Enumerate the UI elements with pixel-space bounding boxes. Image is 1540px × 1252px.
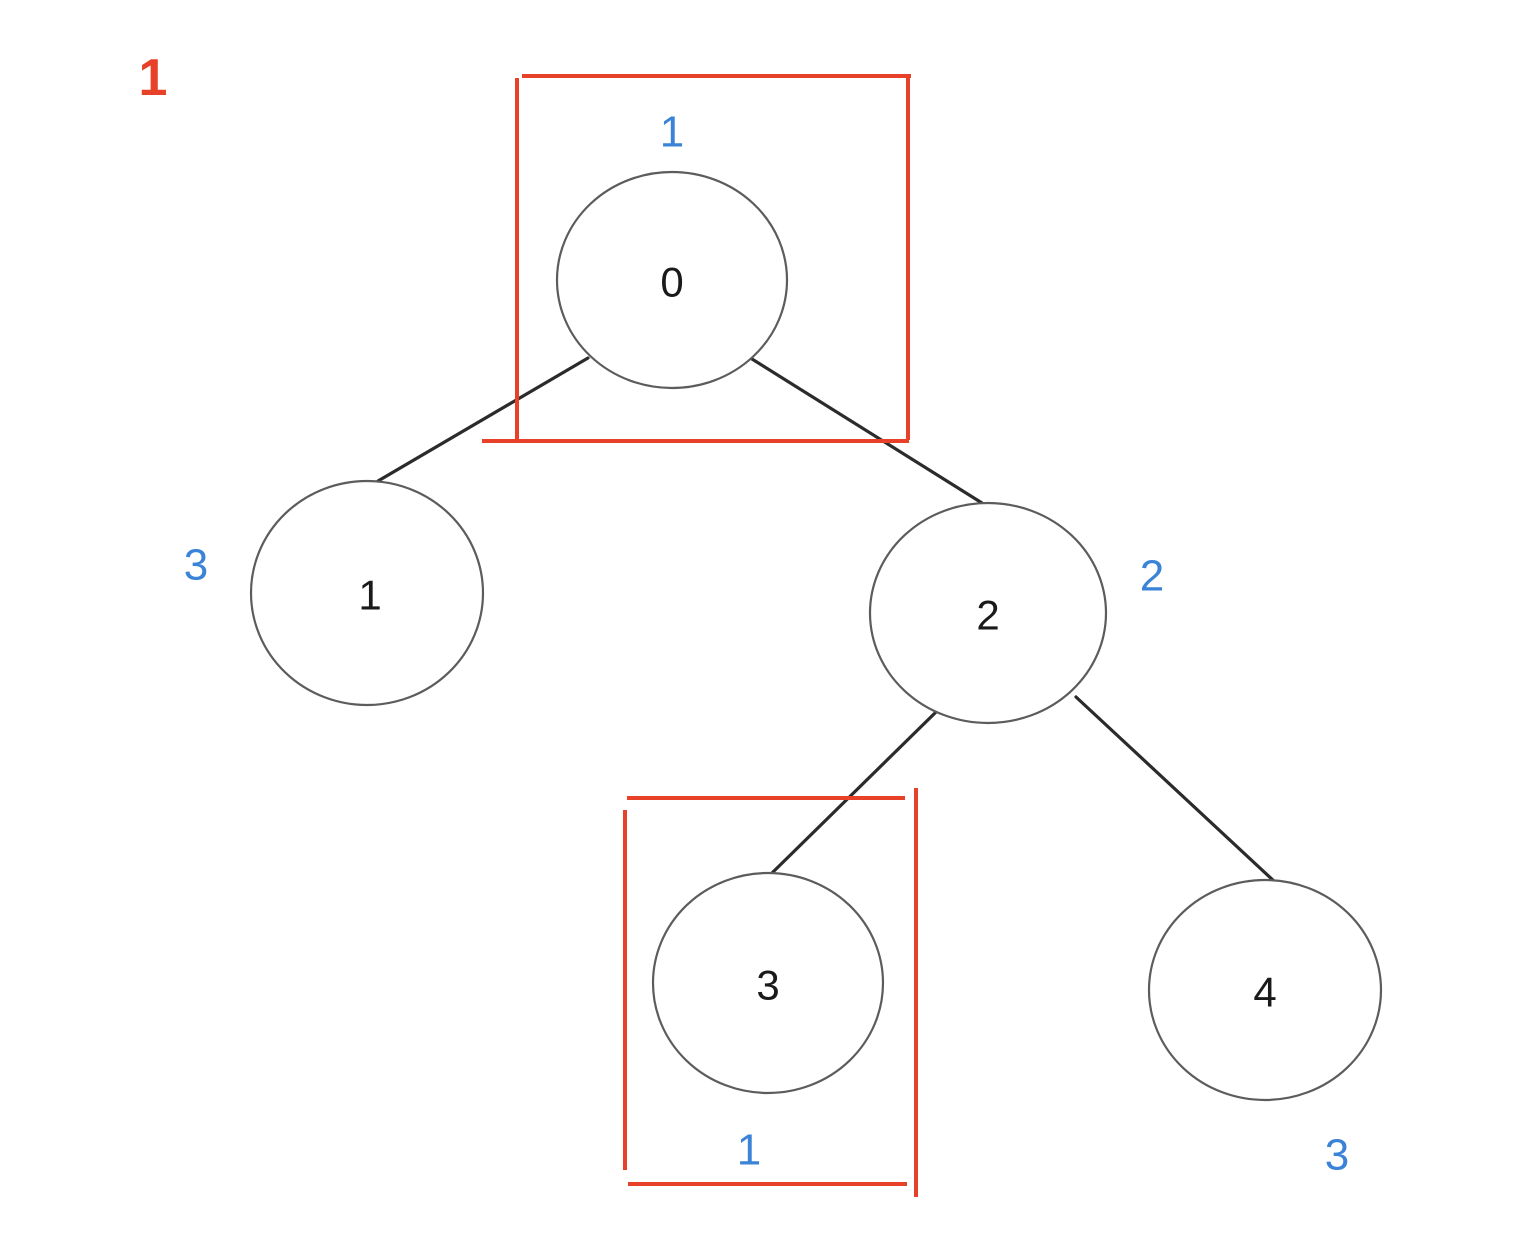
annotation-blue-left-node1: 3 xyxy=(184,541,208,590)
node-3-circle[interactable] xyxy=(651,871,885,1095)
edge-node0-node1 xyxy=(376,356,590,483)
node-2-circle[interactable] xyxy=(868,501,1108,725)
edge-node2-node4 xyxy=(1074,695,1277,884)
red-annotations-group: 1 xyxy=(139,49,168,107)
annotation-blue-above-node0: 1 xyxy=(660,108,684,157)
node-1-label: 1 xyxy=(358,572,381,619)
annotation-red-top-left: 1 xyxy=(139,49,168,107)
edge-node2-node3 xyxy=(770,710,938,875)
edge-node0-node2 xyxy=(750,357,984,505)
node-2-label: 2 xyxy=(976,592,999,639)
node-0-circle[interactable] xyxy=(555,170,789,390)
tree-node-2[interactable]: 2 xyxy=(868,501,1108,725)
node-0-label: 0 xyxy=(660,259,683,306)
tree-node-0[interactable]: 0 xyxy=(555,170,789,390)
node-3-label: 3 xyxy=(756,962,779,1009)
annotation-blue-right-node2: 2 xyxy=(1140,552,1164,601)
tree-edges-group xyxy=(376,356,1277,884)
annotation-blue-below-node3: 1 xyxy=(737,1126,761,1175)
tree-node-3[interactable]: 3 xyxy=(651,871,885,1095)
tree-node-4[interactable]: 4 xyxy=(1147,878,1383,1102)
highlight-box-root xyxy=(482,74,911,443)
highlight-box-node3 xyxy=(623,788,918,1197)
node-4-label: 4 xyxy=(1253,969,1276,1016)
node-4-circle[interactable] xyxy=(1147,878,1383,1102)
tree-node-1[interactable]: 1 xyxy=(249,479,485,707)
tree-nodes-group: 0 1 2 3 4 xyxy=(249,170,1383,1102)
node-1-circle[interactable] xyxy=(249,479,485,707)
blue-annotations-group: 1 3 2 1 3 xyxy=(184,108,1349,1180)
annotation-blue-below-node4: 3 xyxy=(1325,1131,1349,1180)
